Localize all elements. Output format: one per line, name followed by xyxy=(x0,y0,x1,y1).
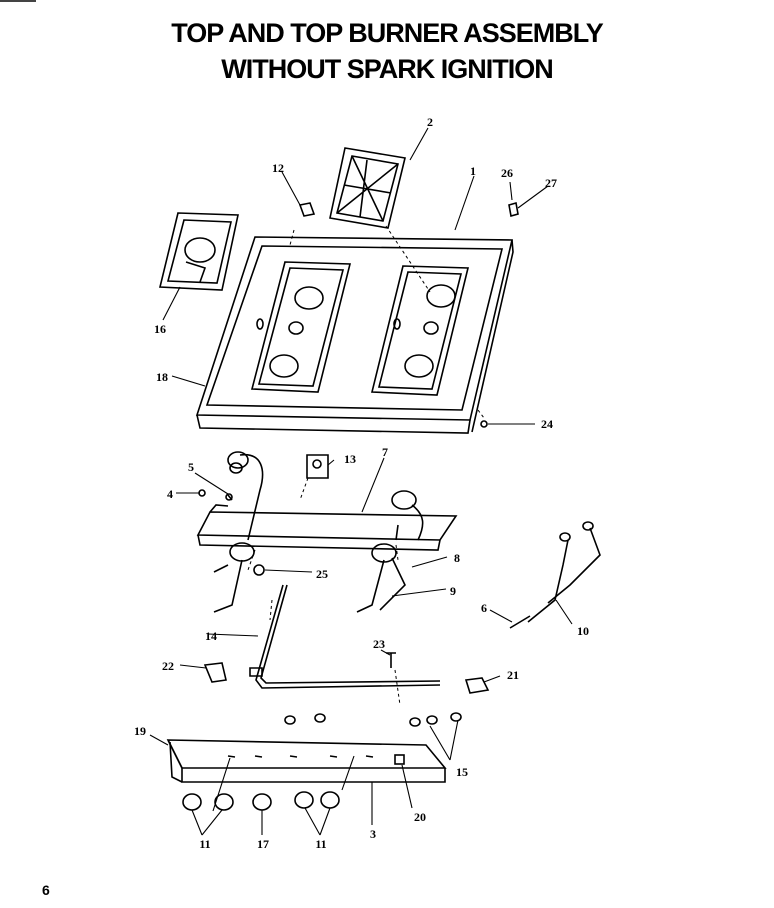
part-label-3: 3 xyxy=(370,827,376,841)
part-label-11-left: 11 xyxy=(199,837,210,851)
part-label-9: 9 xyxy=(450,584,456,598)
part-label-19: 19 xyxy=(134,724,146,738)
part-label-10: 10 xyxy=(577,624,589,638)
clip-12 xyxy=(298,202,316,217)
clip-21 xyxy=(464,677,490,694)
clip-22b xyxy=(249,667,263,677)
part-label-24: 24 xyxy=(541,417,553,431)
screw-23 xyxy=(386,652,396,668)
part-label-21: 21 xyxy=(507,668,519,682)
part-label-23: 23 xyxy=(373,637,385,651)
thermostat-13 xyxy=(306,454,329,479)
part-label-8: 8 xyxy=(454,551,460,565)
part-label-4: 4 xyxy=(167,487,173,501)
part-label-17: 17 xyxy=(257,837,269,851)
corner-mark xyxy=(0,0,36,2)
page-number: 6 xyxy=(42,882,50,898)
diagram-title-line-2: WITHOUT SPARK IGNITION xyxy=(221,54,553,84)
part-label-12: 12 xyxy=(272,161,284,175)
part-label-18: 18 xyxy=(156,370,168,384)
screw-26 xyxy=(508,201,519,218)
part-label-27: 27 xyxy=(545,176,557,190)
manifold-rail xyxy=(196,504,458,551)
part-label-26: 26 xyxy=(501,166,513,180)
diagram-title-line-1: TOP AND TOP BURNER ASSEMBLY xyxy=(171,18,604,48)
part-label-5: 5 xyxy=(188,460,194,474)
part-label-25: 25 xyxy=(316,567,328,581)
part-label-14: 14 xyxy=(205,629,217,643)
bracket-22 xyxy=(203,662,227,683)
tube-assembly-10 xyxy=(509,521,601,629)
burner-grate xyxy=(329,147,406,229)
left-burners xyxy=(198,451,264,613)
manifold-panel xyxy=(166,739,447,783)
screw-24 xyxy=(480,420,488,428)
valves-15 xyxy=(284,712,462,727)
part-label-6: 6 xyxy=(481,601,487,615)
right-burners xyxy=(356,490,424,613)
part-label-13: 13 xyxy=(344,452,356,466)
part-label-11-right: 11 xyxy=(315,837,326,851)
part-label-20: 20 xyxy=(414,810,426,824)
control-knobs xyxy=(182,791,340,811)
part-label-15: 15 xyxy=(456,765,468,779)
drip-pan xyxy=(158,212,239,291)
part-label-7: 7 xyxy=(382,445,388,459)
part-label-22: 22 xyxy=(162,659,174,673)
part-label-16: 16 xyxy=(154,322,166,336)
gas-tube-14 xyxy=(253,564,441,689)
part-label-2: 2 xyxy=(427,115,433,129)
range-top xyxy=(195,236,514,434)
part-label-1: 1 xyxy=(470,164,476,178)
